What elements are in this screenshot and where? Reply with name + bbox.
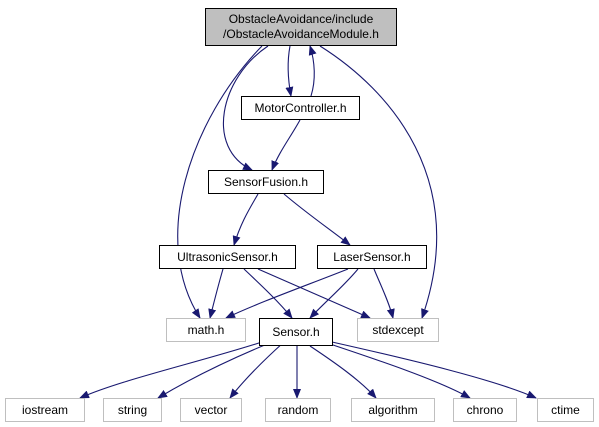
node-vector: vector [180,398,242,422]
node-sensor-h[interactable]: Sensor.h [259,318,333,346]
node-chrono-label: chrono [466,402,504,417]
node-sensor-fusion-label: SensorFusion.h [223,174,309,189]
edge-laser-to-mathh [225,268,349,319]
edge-ultrasonic-to-stdexcept [257,268,371,319]
node-laser-sensor-label: LaserSensor.h [333,249,411,264]
node-vector-label: vector [194,402,228,417]
node-ctime-label: ctime [551,402,580,417]
node-algorithm-label: algorithm [368,402,418,417]
edge-motorcontroller-to-sensorfusion [271,119,301,171]
node-random-label: random [277,402,319,417]
edge-motorcontroller-to-module [308,45,317,97]
node-obstacle-avoidance-module: ObstacleAvoidance/include /ObstacleAvoid… [205,8,397,46]
node-math-h-label: math.h [187,322,225,337]
edge-sensorh-to-vector [229,341,285,399]
node-random: random [265,398,331,422]
edge-sensorfusion-to-ultrasonic [232,193,259,246]
node-string: string [103,398,162,422]
edge-sensorh-to-ctime [331,341,537,399]
node-motor-controller-label: MotorController.h [254,100,347,115]
node-stdexcept-label: stdexcept [372,322,424,337]
edge-sensorh-to-algorithm [309,345,377,399]
node-string-label: string [117,402,148,417]
node-obstacle-avoidance-module-line1: ObstacleAvoidance/include [228,12,374,26]
node-sensor-fusion[interactable]: SensorFusion.h [208,170,324,194]
edge-module-to-motorcontroller [285,45,294,97]
node-obstacle-avoidance-module-line2: /ObstacleAvoidanceModule.h [223,27,379,41]
edge-laser-to-stdexcept [373,268,395,319]
edge-module-to-mathh [177,45,263,319]
edge-module-to-sensorfusion [222,45,269,171]
node-iostream-label: iostream [21,402,68,417]
node-laser-sensor[interactable]: LaserSensor.h [317,245,427,269]
node-stdexcept: stdexcept [357,318,439,342]
edge-laser-to-sensorh [309,268,359,319]
edge-module-to-stdexcept [319,45,438,319]
node-ultrasonic-sensor-label: UltrasonicSensor.h [177,249,278,264]
edge-ultrasonic-to-sensorh [243,268,293,319]
node-iostream: iostream [5,398,85,422]
node-algorithm: algorithm [351,398,435,422]
edge-sensorh-to-string [157,341,273,399]
node-chrono: chrono [453,398,517,422]
edge-sensorfusion-to-laser [283,193,351,246]
edge-sensorh-to-iostream [79,341,263,399]
node-ultrasonic-sensor[interactable]: UltrasonicSensor.h [159,245,296,269]
edge-sensorh-to-chrono [323,341,471,399]
node-math-h: math.h [166,318,246,342]
edge-ultrasonic-to-mathh [208,268,224,319]
node-motor-controller[interactable]: MotorController.h [241,96,360,120]
node-ctime: ctime [537,398,594,422]
node-sensor-h-label: Sensor.h [272,324,320,339]
